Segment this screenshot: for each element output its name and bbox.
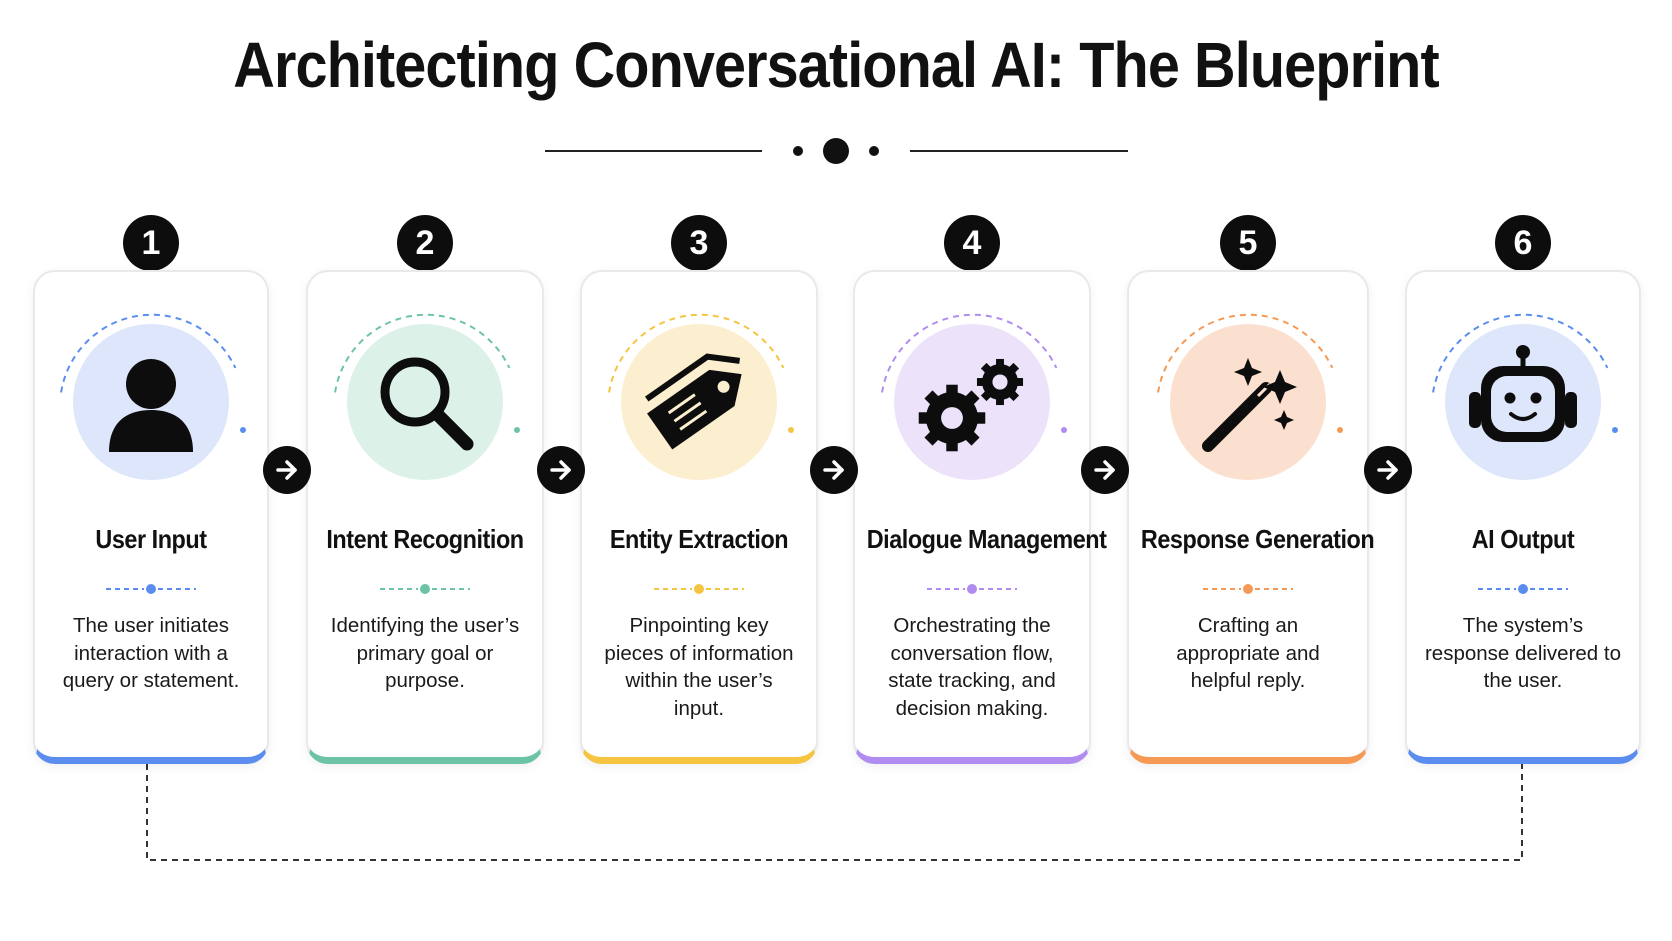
stage-title: User Input (95, 524, 207, 554)
stage-divider (380, 580, 470, 599)
step-number-badge: 5 (1220, 215, 1276, 271)
flow-arrow-icon (1364, 446, 1412, 494)
stage-description: Pinpointing key pieces of information wi… (604, 614, 794, 720)
stage-title: Response Generation (1140, 524, 1375, 554)
stage-title: Entity Extraction (609, 524, 789, 554)
stage-description: The user initiates interaction with a qu… (62, 614, 240, 692)
stage-divider (927, 580, 1017, 599)
stage-title: Intent Recognition (326, 524, 524, 554)
robot-icon (1469, 345, 1577, 442)
gears-icon (918, 358, 1024, 452)
stage-description: Orchestrating the conversation flow, sta… (888, 614, 1056, 720)
stage-title: AI Output (1471, 524, 1575, 554)
stage-icon-area (315, 300, 535, 500)
flow-arrow-icon (537, 446, 585, 494)
stage-divider (1203, 580, 1293, 599)
page-title: Architecting Conversational AI: The Blue… (233, 29, 1439, 101)
stage-card-2: Intent Recognition Identifying the user’… (306, 270, 544, 764)
stage-divider (106, 580, 196, 599)
stage-icon-area (1413, 300, 1633, 500)
stage-card-1: User Input The user initiates interactio… (33, 270, 269, 764)
stage-card-6: AI Output The system’s response delivere… (1405, 270, 1641, 764)
step-number-badge: 6 (1495, 215, 1551, 271)
stage-description: The system’s response delivered to the u… (1424, 614, 1621, 692)
stage-icon-area (589, 300, 809, 500)
stage-title: Dialogue Management (866, 524, 1107, 554)
step-number-badge: 4 (944, 215, 1000, 271)
title-divider (545, 138, 1128, 164)
stage-card-4: Dialogue Management Orchestrating the co… (853, 270, 1107, 764)
stage-card-3: Entity Extraction Pinpointing key pieces… (580, 270, 818, 764)
step-number-badge: 3 (671, 215, 727, 271)
stage-card-5: Response Generation Crafting an appropri… (1127, 270, 1375, 764)
stage-icon-area (1138, 300, 1358, 500)
magic-wand-icon (1202, 358, 1297, 452)
step-number-badge: 2 (397, 215, 453, 271)
flow-arrow-icon (1081, 446, 1129, 494)
stage-icon-area (41, 300, 261, 500)
stage-icon-area (862, 300, 1082, 500)
stage-description: Crafting an appropriate and helpful repl… (1176, 614, 1320, 692)
step-number-badge: 1 (123, 215, 179, 271)
stage-description: Identifying the user’s primary goal or p… (330, 614, 520, 692)
flow-arrow-icon (810, 446, 858, 494)
stage-divider (1478, 580, 1568, 599)
stage-divider (654, 580, 744, 599)
magnifier-icon (380, 357, 474, 451)
user-icon (109, 359, 193, 452)
tag-icon (645, 353, 742, 450)
flow-arrow-icon (263, 446, 311, 494)
